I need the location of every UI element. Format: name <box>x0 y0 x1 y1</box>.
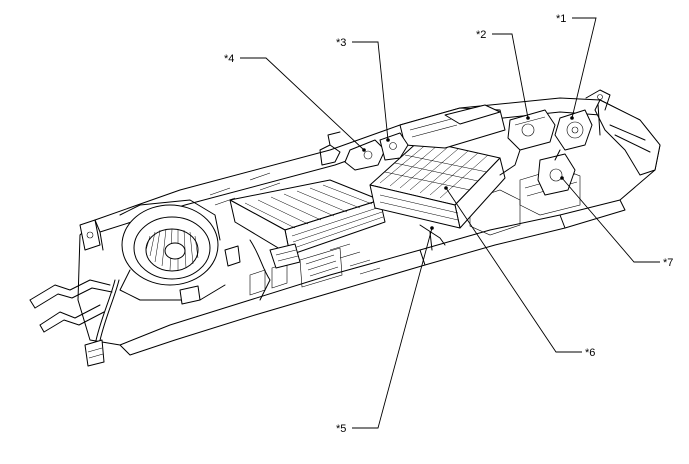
callout-label-1: *1 <box>556 13 566 25</box>
actuators <box>499 109 593 196</box>
heater-core <box>369 139 506 251</box>
callout-label-5: *5 <box>336 423 346 435</box>
refrigerant-pipes <box>29 219 113 333</box>
callout-label-3: *3 <box>336 37 346 49</box>
wiring-connectors <box>179 239 301 305</box>
wire-harness <box>84 279 120 367</box>
callout-label-7: *7 <box>663 257 673 269</box>
callout-label-6: *6 <box>585 347 595 359</box>
evaporator <box>229 179 386 256</box>
blower-fan <box>119 199 226 301</box>
callout-leaders <box>240 17 660 429</box>
callout-label-2: *2 <box>476 29 486 41</box>
callout-label-4: *4 <box>224 53 234 65</box>
